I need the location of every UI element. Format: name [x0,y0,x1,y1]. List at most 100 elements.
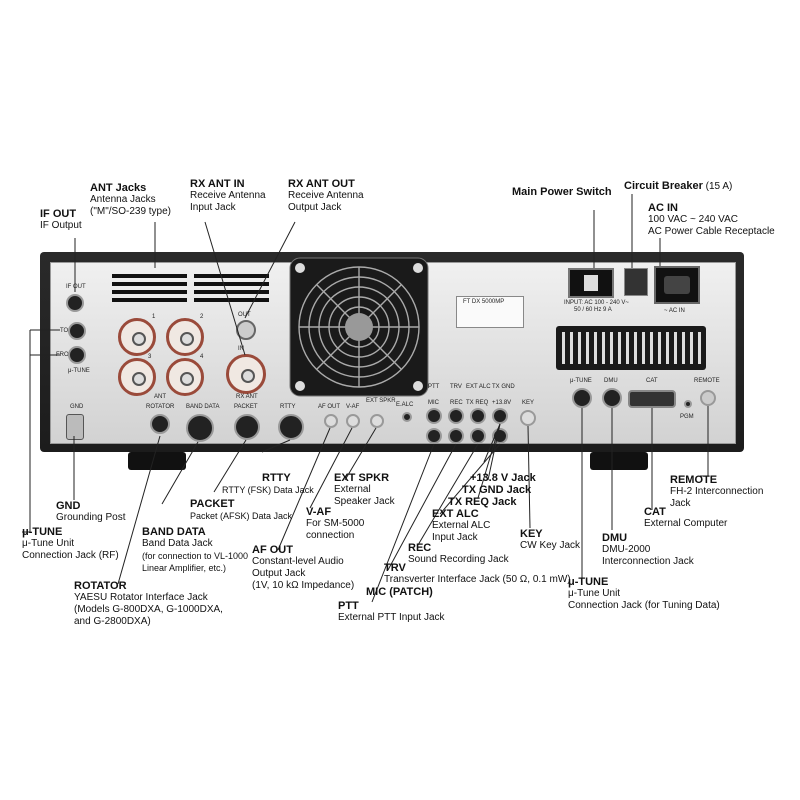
callout-ac-in: AC IN 100 VAC ~ 240 VAC AC Power Cable R… [648,202,775,237]
panel-from: FROM [56,352,74,358]
panel-mic: MIC [428,400,439,406]
panel-rec: REC [450,400,463,406]
callout-gnd: GND Grounding Post [56,500,126,523]
panel-ext-spkr: EXT SPKR [366,398,396,404]
rotator-jack[interactable] [150,414,170,434]
callout-trv: TRV Transverter Interface Jack (50 Ω, 0.… [384,562,571,585]
rca-v138[interactable] [492,428,508,444]
input-rating-text-2: 50 / 60 Hz 9 A [574,307,612,313]
callout-main-power: Main Power Switch [512,186,612,198]
callout-dmu: DMU DMU-2000 Interconnection Jack [602,532,694,567]
rca-mic[interactable] [426,428,442,444]
key-jack[interactable] [520,410,536,426]
rca-trv[interactable] [448,408,464,424]
tune-to-jack[interactable] [68,322,86,340]
panel-tx-gnd: TX GND [492,384,515,390]
panel-key: KEY [522,400,535,406]
callout-ext-spkr: EXT SPKR External Speaker Jack [334,472,395,507]
callout-key: KEY CW Key Jack [520,528,581,551]
panel-v138: +13.8V [492,400,512,406]
panel-trv: TRV [450,384,462,390]
callout-tx-gnd: TX GND Jack [462,484,532,496]
callout-band-data: BAND DATA Band Data Jack (for connection… [142,526,249,573]
panel-e-alc: E.ALC [396,402,414,408]
callout-tx-req: TX REQ Jack [448,496,517,508]
callout-mu-tune-rf: μ-TUNE μ-Tune Unit Connection Jack (RF) [22,526,119,561]
callout-rtty: RTTY RTTY (FSK) Data Jack [222,472,314,495]
left-foot [128,452,186,470]
af-out-jack[interactable] [324,414,338,428]
callout-ant-jacks: ANT Jacks Antenna Jacks ("M"/SO-239 type… [90,182,172,217]
v-af-jack[interactable] [346,414,360,428]
ac-in-text: ~ AC IN [664,308,685,314]
callout-mu-tune-data: μ-TUNE μ-Tune Unit Connection Jack (for … [568,576,720,611]
rca-ext-alc[interactable] [470,408,486,424]
vent-grille-left [112,274,269,302]
panel-pgm: PGM [680,414,694,420]
panel-ptt: PTT [428,384,440,390]
ant-jack-1[interactable] [118,318,156,356]
mu-tune-data-jack[interactable] [572,388,592,408]
cat-port[interactable] [628,390,676,408]
tune-from-jack[interactable] [68,346,86,364]
callout-rec: REC Sound Recording Jack [408,542,509,565]
panel-band-data: BAND DATA [186,404,220,410]
rx-ant-in-jack[interactable] [226,354,266,394]
callout-v138: +13.8 V Jack [470,472,536,484]
rca-ptt[interactable] [426,408,442,424]
if-out-jack[interactable] [66,294,84,312]
callout-cat: CAT External Computer [644,506,728,529]
callout-rx-ant-out: RX ANT OUT Receive Antenna Output Jack [288,178,364,213]
panel-ant: ANT [154,394,166,400]
main-power-switch[interactable] [568,268,614,298]
callout-remote: REMOTE FH-2 Interconnection Jack [670,474,764,509]
callout-packet: PACKET Packet (AFSK) Data Jack [190,498,293,521]
rca-tx-req[interactable] [470,428,486,444]
pgm-button[interactable] [684,400,692,408]
band-data-jack[interactable] [186,414,214,442]
remote-jack[interactable] [700,390,716,406]
model-label: FT DX 5000MP [463,299,505,305]
ant-jack-4[interactable] [166,358,204,396]
callout-v-af: V-AF For SM-5000 connection [306,506,365,541]
panel-to: TO [60,328,69,334]
model-label-plate: FT DX 5000MP [456,296,524,328]
vent-grille-right [556,326,706,370]
ant-jack-2[interactable] [166,318,204,356]
callout-ext-alc: EXT ALC External ALC Input Jack [432,508,491,543]
ant-num-1: 1 [152,314,156,320]
rca-rec[interactable] [448,428,464,444]
panel-rx-ant: RX ANT [236,394,258,400]
rca-tx-gnd[interactable] [492,408,508,424]
ant-num-2: 2 [200,314,204,320]
e-alc-switch[interactable] [402,412,412,422]
panel-remote: REMOTE [694,378,720,384]
packet-jack[interactable] [234,414,260,440]
panel-af-out: AF OUT [318,404,340,410]
panel-dmu: DMU [604,378,618,384]
ant-jack-3[interactable] [118,358,156,396]
circuit-breaker[interactable] [624,268,648,296]
dmu-jack[interactable] [602,388,622,408]
cooling-fan [289,257,429,397]
ac-inlet[interactable] [654,266,700,304]
ant-num-4: 4 [200,354,204,360]
panel-tx-req: TX REQ [466,400,489,406]
ant-num-3: 3 [148,354,152,360]
panel-rotator: ROTATOR [146,404,175,410]
panel-rx-out: OUT [238,312,251,318]
panel-packet: PACKET [234,404,258,410]
callout-if-out: IF OUT IF Output [40,208,82,231]
gnd-post[interactable] [66,414,84,440]
ext-spkr-jack[interactable] [370,414,384,428]
input-rating-text: INPUT: AC 100 - 240 V~ [564,300,629,306]
panel-v-af: V-AF [346,404,360,410]
rtty-jack[interactable] [278,414,304,440]
panel-ext-alc: EXT ALC [466,384,491,390]
callout-rotator: ROTATOR YAESU Rotator Interface Jack (Mo… [74,580,223,627]
callout-af-out: AF OUT Constant-level Audio Output Jack … [252,544,355,591]
callout-rx-ant-in: RX ANT IN Receive Antenna Input Jack [190,178,266,213]
panel-rx-in: IN [238,346,244,352]
callout-ptt: PTT External PTT Input Jack [338,600,445,623]
